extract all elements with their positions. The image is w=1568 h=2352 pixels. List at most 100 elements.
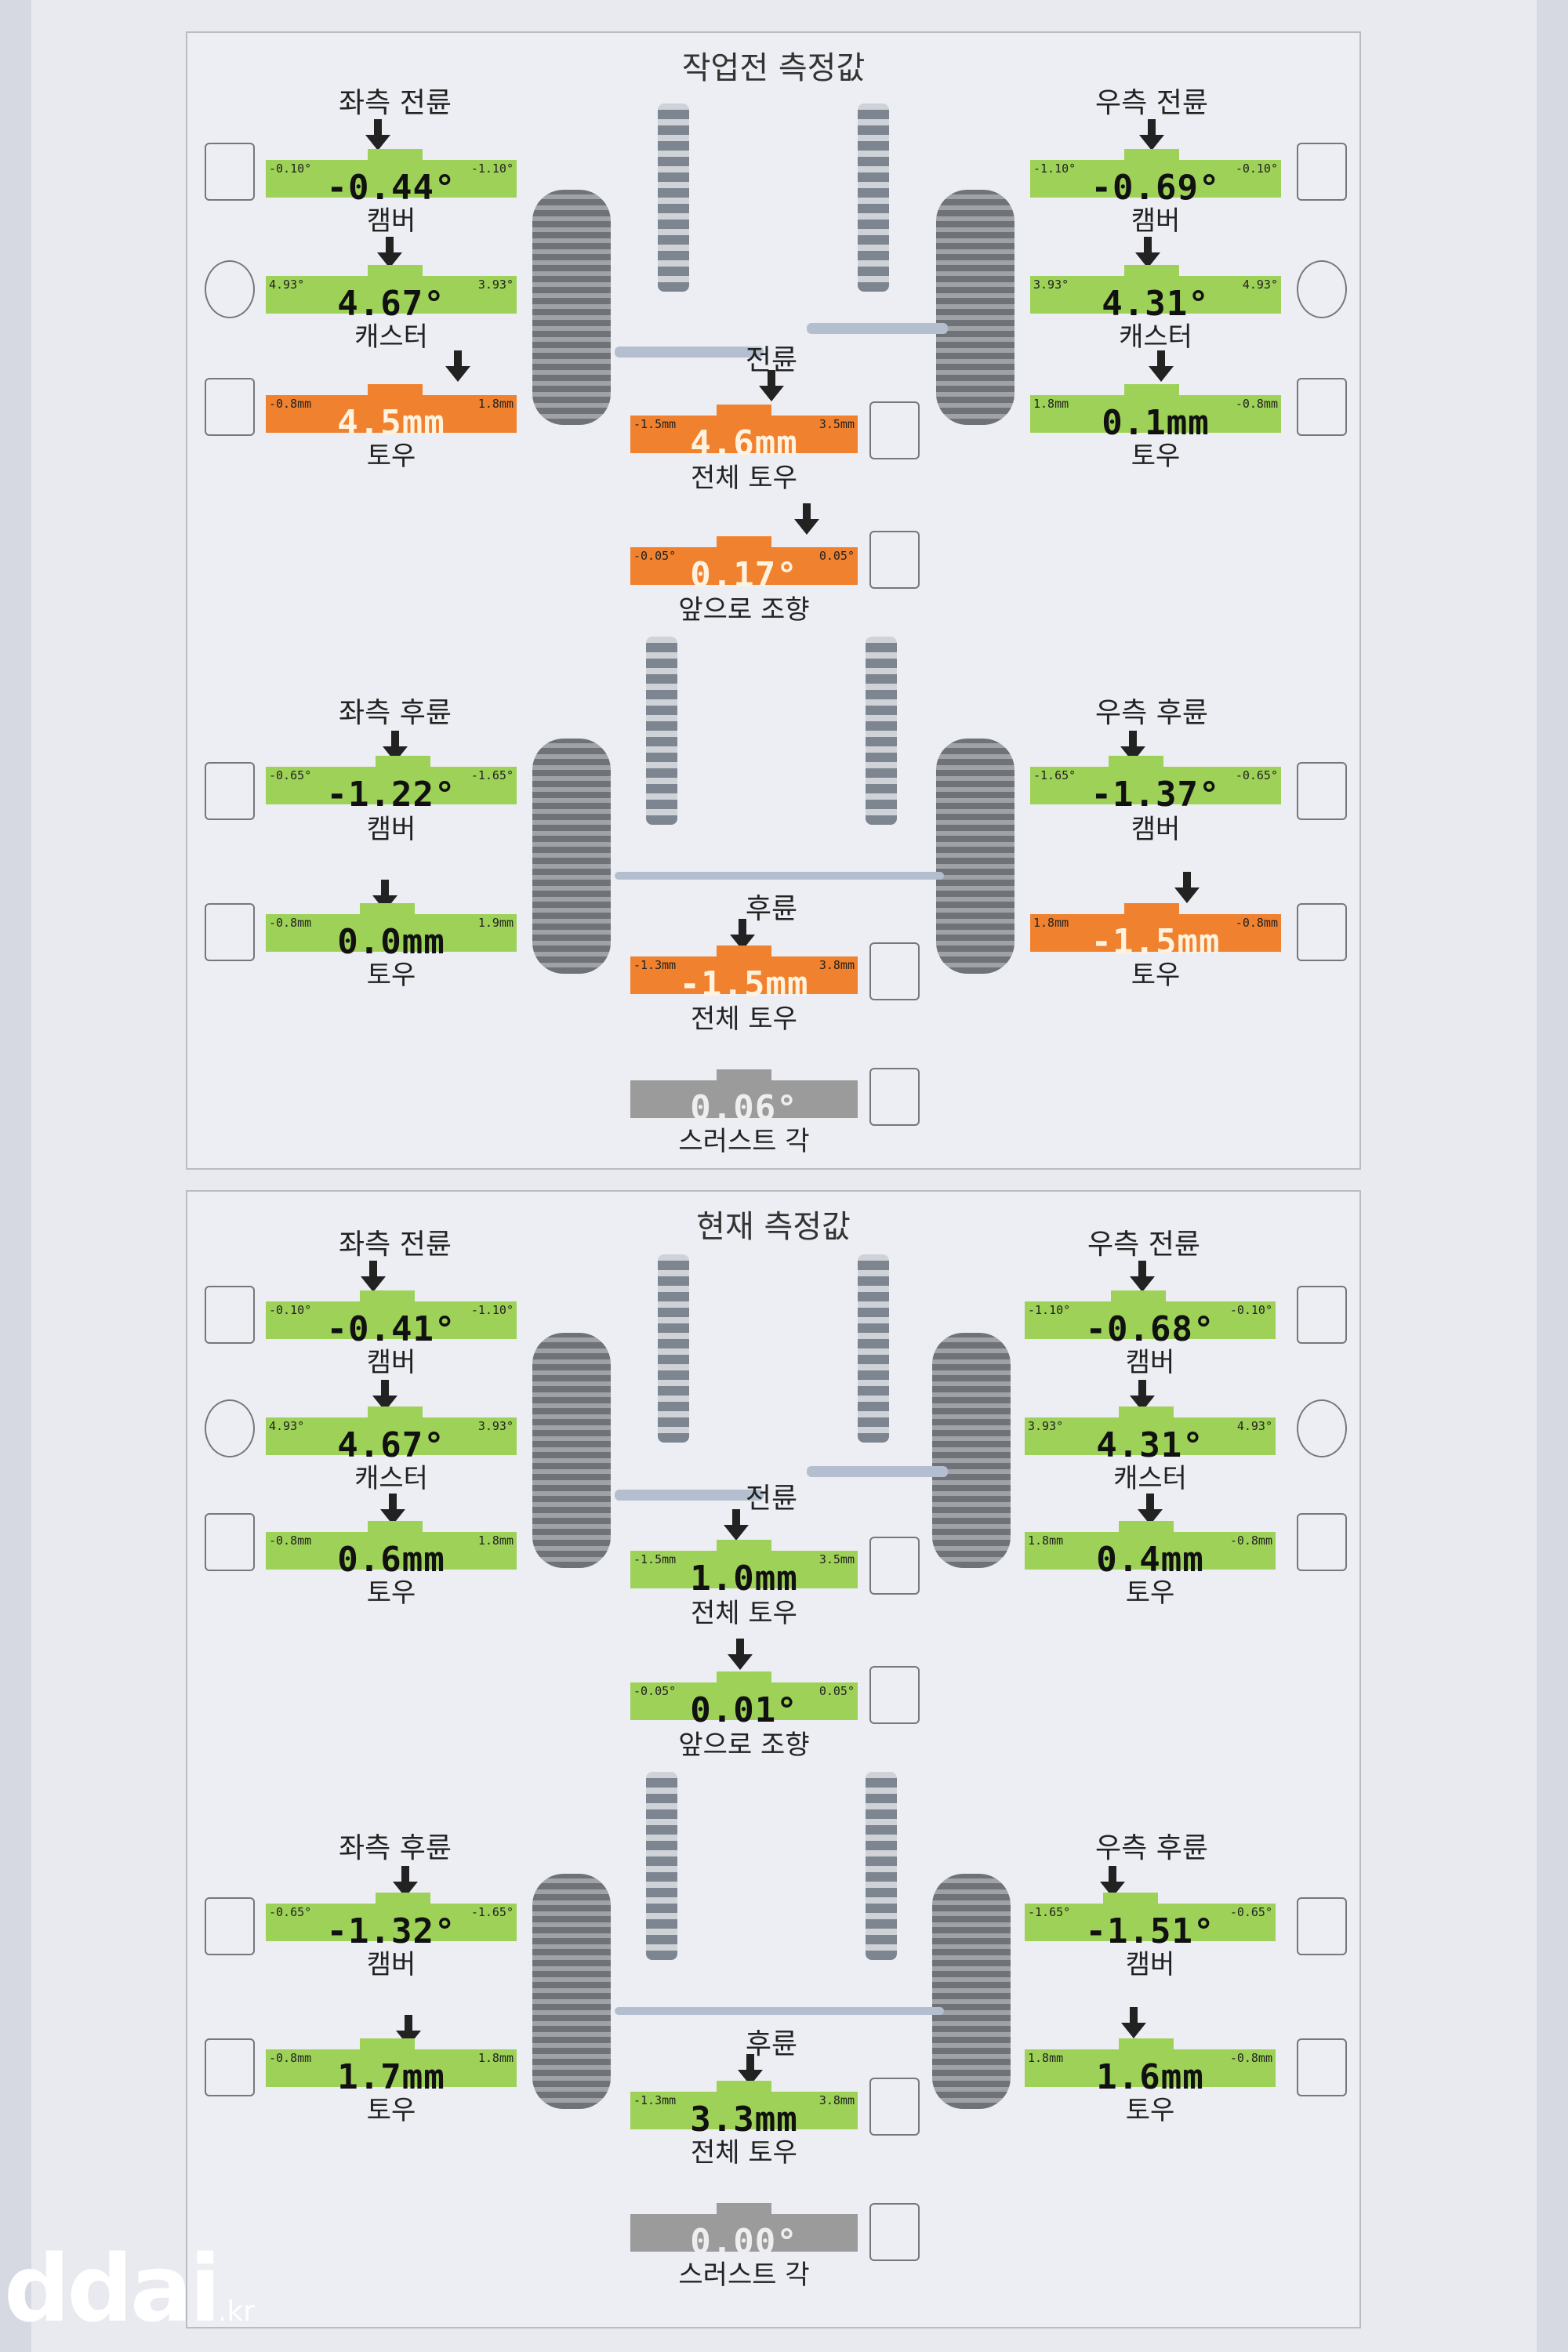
gauge-notch (376, 756, 430, 767)
gauge-max: -0.8mm (1229, 2051, 1272, 2065)
gauge-min: -1.65° (1028, 1905, 1071, 1919)
gauge-notch (360, 1290, 415, 1301)
camber-icon (1297, 143, 1347, 201)
thrust-angle-gauge: 0.06° (630, 1069, 858, 1128)
front-right-label: 우측 전륜 (1087, 1229, 1200, 1261)
rear-right-wheel-illustration (932, 1874, 1011, 2109)
gauge-max: -1.65° (470, 1905, 514, 1919)
toe-icon (1297, 2038, 1347, 2096)
gauge-value: 4.67° (337, 1425, 445, 1465)
gauge-notch (717, 2203, 771, 2214)
thrust-angle-icon (869, 1068, 920, 1126)
after-panel: 현재 측정값 좌측 전륜 우측 전륜 전륜 좌측 후륜 우측 후륜 후륜 -0.… (186, 1190, 1361, 2328)
front-left-label: 좌측 전륜 (339, 1229, 452, 1261)
front-left-camber-gauge: -0.10° -1.10° -0.41° (266, 1290, 517, 1349)
gauge-min: 1.8mm (1033, 916, 1069, 930)
gauge-notch (368, 1406, 423, 1417)
front-left-arm-illustration (615, 1490, 764, 1501)
before-panel: 작업전 측정값 좌측 전륜 우측 전륜 전륜 좌측 후륜 우측 후륜 후륜 (186, 31, 1361, 1170)
front-right-label: 우측 전륜 (1095, 87, 1208, 119)
gauge-value: 0.4mm (1096, 1540, 1204, 1580)
gauge-notch (376, 1893, 430, 1904)
gauge-value: -1.22° (326, 775, 456, 815)
gauge-min: -0.8mm (269, 2051, 312, 2065)
gauge-notch (1124, 903, 1179, 914)
camber-icon (205, 1897, 255, 1955)
front-total-toe-gauge: -1.5mm 3.5mm 1.0mm (630, 1540, 858, 1599)
rear-right-toe-gauge: 1.8mm -0.8mm -1.5mm (1030, 903, 1281, 962)
gauge-max: -0.8mm (1235, 397, 1278, 411)
gauge-notch (1119, 2038, 1174, 2049)
front-left-arm-illustration (615, 347, 764, 358)
rear-right-camber-gauge: -1.65° -0.65° -1.37° (1030, 756, 1281, 815)
gauge-notch (368, 149, 423, 160)
rear-right-toe-gauge: 1.8mm -0.8mm 1.6mm (1025, 2038, 1276, 2097)
toe-icon (205, 1513, 255, 1571)
gauge-value: 0.0mm (337, 922, 445, 962)
gauge-max: -0.10° (1235, 162, 1278, 176)
front-left-caster-gauge: 4.93° 3.93° 4.67° (266, 1406, 517, 1465)
gauge-value: -1.51° (1085, 1911, 1215, 1951)
gauge-bar (266, 276, 517, 314)
rear-left-label: 좌측 후륜 (339, 697, 452, 729)
gauge-caption: 캠버 (366, 1949, 416, 1980)
gauge-max: 3.8mm (818, 2093, 855, 2107)
watermark-logo-text: ddai (4, 2234, 221, 2343)
rear-left-wheel-illustration (532, 739, 611, 974)
gauge-notch (360, 2038, 415, 2049)
gauge-bar (1030, 276, 1281, 314)
front-left-wheel-illustration (532, 1333, 611, 1568)
gauge-value: 3.3mm (690, 2100, 798, 2140)
front-left-label: 좌측 전륜 (339, 87, 452, 119)
gauge-value: 4.31° (1096, 1425, 1204, 1465)
camber-icon (1297, 1897, 1347, 1955)
gauge-max: 3.5mm (818, 1552, 855, 1566)
rear-left-strut-illustration (646, 637, 677, 825)
gauge-bar (1025, 2049, 1276, 2087)
gauge-min: -0.10° (269, 162, 312, 176)
front-left-toe-gauge: -0.8mm 1.8mm 0.6mm (266, 1521, 517, 1580)
gauge-max: 1.8mm (477, 397, 514, 411)
front-right-wheel-illustration (936, 190, 1014, 425)
gauge-caption: 캠버 (1131, 205, 1181, 237)
gauge-min: 4.93° (269, 278, 305, 292)
rear-right-label: 우측 후륜 (1095, 1832, 1208, 1864)
gauge-bar (266, 1417, 517, 1455)
gauge-min: 3.93° (1028, 1419, 1064, 1433)
gauge-max: -1.10° (470, 162, 514, 176)
gauge-caption: 캐스터 (354, 321, 428, 353)
front-right-camber-gauge: -1.10° -0.10° -0.68° (1025, 1290, 1276, 1349)
gauge-bar (630, 956, 858, 994)
gauge-max: 3.5mm (818, 417, 855, 431)
gauge-caption: 토우 (1131, 960, 1181, 991)
toe-icon (1297, 378, 1347, 436)
gauge-min: 1.8mm (1028, 2051, 1064, 2065)
gauge-bar (630, 1682, 858, 1720)
gauge-bar (630, 1551, 858, 1588)
gauge-caption: 토우 (366, 1577, 416, 1609)
gauge-notch (1111, 1290, 1166, 1301)
setback-icon (869, 1666, 920, 1724)
rear-left-label: 좌측 후륜 (339, 1832, 452, 1864)
camber-icon (205, 1286, 255, 1344)
gauge-min: -1.5mm (633, 1552, 677, 1566)
gauge-bar (1030, 914, 1281, 952)
gauge-caption: 캠버 (1125, 1347, 1175, 1378)
gauge-caption: 캠버 (366, 205, 416, 237)
gauge-caption: 전체 토우 (691, 2137, 797, 2169)
rear-right-strut-illustration (866, 1772, 897, 1960)
gauge-min: -0.05° (633, 549, 677, 563)
total-toe-icon (869, 2078, 920, 2136)
gauge-bar (266, 1532, 517, 1570)
total-toe-icon (869, 401, 920, 459)
front-left-wheel-illustration (532, 190, 611, 425)
gauge-value: -1.5mm (1091, 922, 1221, 962)
front-left-toe-gauge: -0.8mm 1.8mm 4.5mm (266, 384, 517, 443)
front-total-toe-gauge: -1.5mm 3.5mm 4.6mm (630, 405, 858, 463)
gauge-max: -0.10° (1229, 1303, 1272, 1317)
gauge-bar (1030, 767, 1281, 804)
toe-icon (205, 378, 255, 436)
toe-icon (205, 2038, 255, 2096)
gauge-max: 4.93° (1242, 278, 1278, 292)
camber-icon (205, 762, 255, 820)
